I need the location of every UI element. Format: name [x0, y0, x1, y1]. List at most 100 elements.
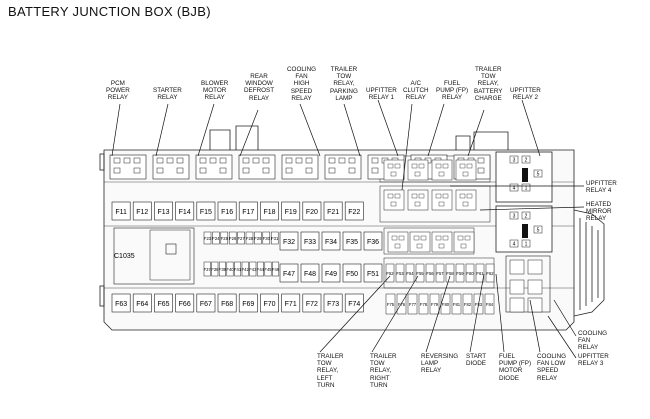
- relay-block: [527, 279, 543, 295]
- relay-pin-label: 1: [525, 242, 528, 248]
- mini-fuse-slot: [272, 261, 280, 277]
- fuse-slot: [323, 293, 343, 313]
- mini-fuse-label: F46: [272, 267, 280, 272]
- mini-fuse-slot: [445, 263, 455, 283]
- fuse-slot: [281, 201, 301, 221]
- lbl-upfitter-relay-1: UPFITTER RELAY 1: [366, 87, 397, 102]
- relay-block: [527, 259, 543, 275]
- fuse-slot: [196, 201, 216, 221]
- leader-line: [479, 206, 585, 211]
- mini-fuse-label: F23: [204, 236, 212, 241]
- mini-fuse-slot: [395, 263, 405, 283]
- relay-block: [455, 189, 477, 211]
- fuse-label: F64: [136, 301, 148, 308]
- connector-c1035-label: C1035: [114, 253, 135, 260]
- relay-block: [407, 189, 429, 211]
- leader-line: [377, 99, 399, 157]
- mini-fuse-label: F37: [204, 267, 212, 272]
- mini-fuse-label: F25: [221, 236, 229, 241]
- lbl-trailer-tow-battery-charge: TRAILER TOW RELAY, BATTERY CHARGE: [474, 66, 503, 102]
- relay-block: [383, 189, 405, 211]
- fuse-label: F51: [367, 271, 379, 278]
- fuse-label: F48: [304, 271, 316, 278]
- fuse-label: F35: [346, 239, 358, 246]
- lbl-cooling-fan-high-speed-relay: COOLING FAN HIGH SPEED RELAY: [287, 66, 317, 102]
- relay-block: [431, 159, 453, 181]
- lbl-upfitter-relay-3: UPFITTER RELAY 3: [578, 353, 609, 368]
- mini-fuse-label: F45: [264, 267, 272, 272]
- relay-contact: [522, 168, 528, 182]
- leader-line: [401, 103, 413, 191]
- fuse-label: F34: [325, 239, 337, 246]
- leader-line: [469, 273, 485, 353]
- leader-line: [319, 275, 391, 353]
- mini-fuse-label: F26: [229, 236, 237, 241]
- mini-fuse-label: F75: [387, 302, 395, 307]
- fuse-slot: [217, 293, 237, 313]
- fuse-slot: [217, 201, 237, 221]
- relay-pin-label: 4: [513, 186, 516, 192]
- fuse-slot: [321, 231, 341, 251]
- mini-fuse-label: F79: [431, 302, 439, 307]
- mini-fuse-label: F40: [226, 267, 234, 272]
- fuse-slot: [300, 263, 320, 283]
- mini-fuse-label: F62: [486, 271, 494, 276]
- fuse-slot: [300, 231, 320, 251]
- leader-line: [197, 103, 215, 157]
- fuse-slot: [363, 231, 383, 251]
- fuse-slot: [323, 201, 343, 221]
- mini-fuse-slot: [451, 293, 462, 315]
- fuse-label: F33: [304, 239, 316, 246]
- fuse-slot: [302, 201, 322, 221]
- fuse-label: F18: [263, 209, 275, 216]
- lbl-blower-motor-relay: BLOWER MOTOR RELAY: [201, 80, 229, 102]
- mini-fuse-slot: [226, 261, 234, 277]
- mini-fuse-slot: [245, 231, 254, 245]
- fuse-slot: [260, 293, 279, 313]
- leader-line: [553, 299, 577, 337]
- relay-block: [453, 231, 475, 253]
- relay-block: [383, 159, 405, 181]
- fuse-label: F73: [327, 301, 339, 308]
- relay-block: [387, 231, 409, 253]
- lbl-start-diode: START DIODE: [466, 353, 487, 368]
- relay-block: [431, 231, 453, 253]
- mini-fuse-slot: [455, 263, 465, 283]
- lbl-rear-window-defrost-relay: REAR WINDOW DEFROST RELAY: [244, 73, 275, 102]
- fuse-slot: [175, 201, 195, 221]
- leader-line: [299, 103, 321, 157]
- mini-fuse-slot: [475, 263, 485, 283]
- top-relay: [195, 154, 233, 180]
- mini-fuse-slot: [203, 261, 211, 277]
- relay-block: [509, 279, 525, 295]
- fuse-label: F66: [179, 301, 191, 308]
- mini-fuse-slot: [237, 231, 245, 245]
- lbl-fuel-pump-motor-diode: FUEL PUMP (FP) MOTOR DIODE: [499, 353, 532, 382]
- relay-block: [407, 159, 429, 181]
- fuse-slot: [154, 201, 173, 221]
- fuse-slot: [321, 263, 341, 283]
- fuse-label: F16: [221, 209, 233, 216]
- fuse-label: F49: [325, 271, 337, 278]
- relay-pin-label: 1: [525, 186, 528, 192]
- mini-fuse-label: F59: [456, 271, 464, 276]
- relay-block: [455, 159, 477, 181]
- fuse-slot: [363, 263, 383, 283]
- leader-line: [427, 103, 445, 157]
- mini-fuse-slot: [228, 231, 237, 245]
- fuse-label: F15: [200, 209, 212, 216]
- mini-fuse-slot: [254, 231, 262, 245]
- mini-fuse-label: F41: [234, 267, 242, 272]
- relay-pin-label: 4: [513, 242, 516, 248]
- relay-pin-label: 2: [525, 214, 528, 220]
- leader-lines: [111, 99, 585, 359]
- mini-fuse-slot: [485, 263, 495, 283]
- mini-fuse-label: F61: [476, 271, 484, 276]
- fuse-label: F12: [136, 209, 148, 216]
- fuse-label: F71: [285, 301, 297, 308]
- mini-fuse-slot: [256, 261, 264, 277]
- lbl-cooling-fan-relay: COOLING FAN RELAY: [578, 330, 608, 352]
